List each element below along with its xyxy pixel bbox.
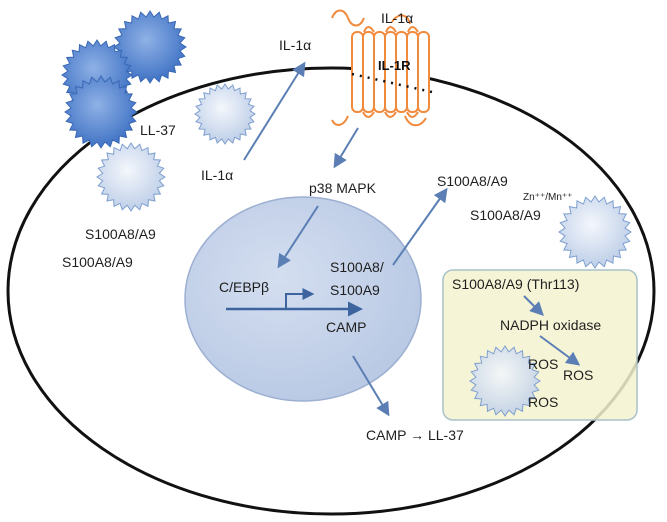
label-s100-secreted-1: S100A8/A9 bbox=[437, 173, 508, 189]
arrow-nadph-ros bbox=[539, 335, 581, 366]
arrow-camp-ll37 bbox=[352, 355, 390, 417]
label-s100-thr113: S100A8/A9 (Thr113) bbox=[452, 276, 579, 292]
arrow-il1a-out bbox=[243, 61, 306, 161]
label-cebpb: C/EBPβ bbox=[219, 279, 269, 295]
membrane-dots bbox=[351, 72, 433, 94]
cell-membrane bbox=[6, 66, 656, 516]
label-ros-1: ROS bbox=[528, 356, 558, 372]
label-p38: p38 MAPK bbox=[309, 180, 377, 196]
arrow-nucleus-s100-out bbox=[392, 187, 448, 266]
protein-light-secreted bbox=[558, 195, 632, 269]
arrow-thr113-nadph bbox=[523, 295, 544, 316]
label-il1a-inside: IL-1α bbox=[201, 167, 233, 183]
label-s100-outside-2: S100A8/A9 bbox=[62, 254, 133, 270]
label-s100-secreted-2: S100A8/A9 bbox=[470, 207, 541, 223]
label-s100-outside-1: S100A8/A9 bbox=[85, 226, 156, 242]
label-ros-3: ROS bbox=[528, 394, 558, 410]
promoter-arrow bbox=[285, 288, 315, 309]
label-nadph: NADPH oxidase bbox=[500, 317, 601, 333]
label-s100-gene-2: S100A9 bbox=[330, 282, 380, 298]
label-il1a-outside: IL-1α bbox=[279, 37, 311, 53]
label-camp-ll37: CAMP → LL-37 bbox=[366, 427, 464, 443]
label-ros-2: ROS bbox=[563, 367, 593, 383]
label-s100-gene-1: S100A8/ bbox=[330, 259, 384, 275]
protein-light-il1a bbox=[194, 83, 256, 145]
label-camp-gene: CAMP bbox=[326, 319, 366, 335]
arrow-p38-cebpb bbox=[277, 205, 319, 269]
label-il1a-receptor: IL-1α bbox=[381, 10, 413, 26]
label-ll37-outside: LL-37 bbox=[140, 122, 176, 138]
protein-dark-3 bbox=[64, 75, 138, 149]
arrow-receptor-p38 bbox=[333, 127, 359, 169]
arrows bbox=[243, 61, 581, 417]
label-zn-mn: Zn⁺⁺/Mn⁺⁺ bbox=[523, 192, 572, 203]
protein-light-ros bbox=[469, 345, 541, 417]
label-il1r: IL-1R bbox=[378, 58, 411, 73]
protein-light-ll37 bbox=[96, 142, 166, 212]
il1r-receptor bbox=[331, 9, 430, 127]
